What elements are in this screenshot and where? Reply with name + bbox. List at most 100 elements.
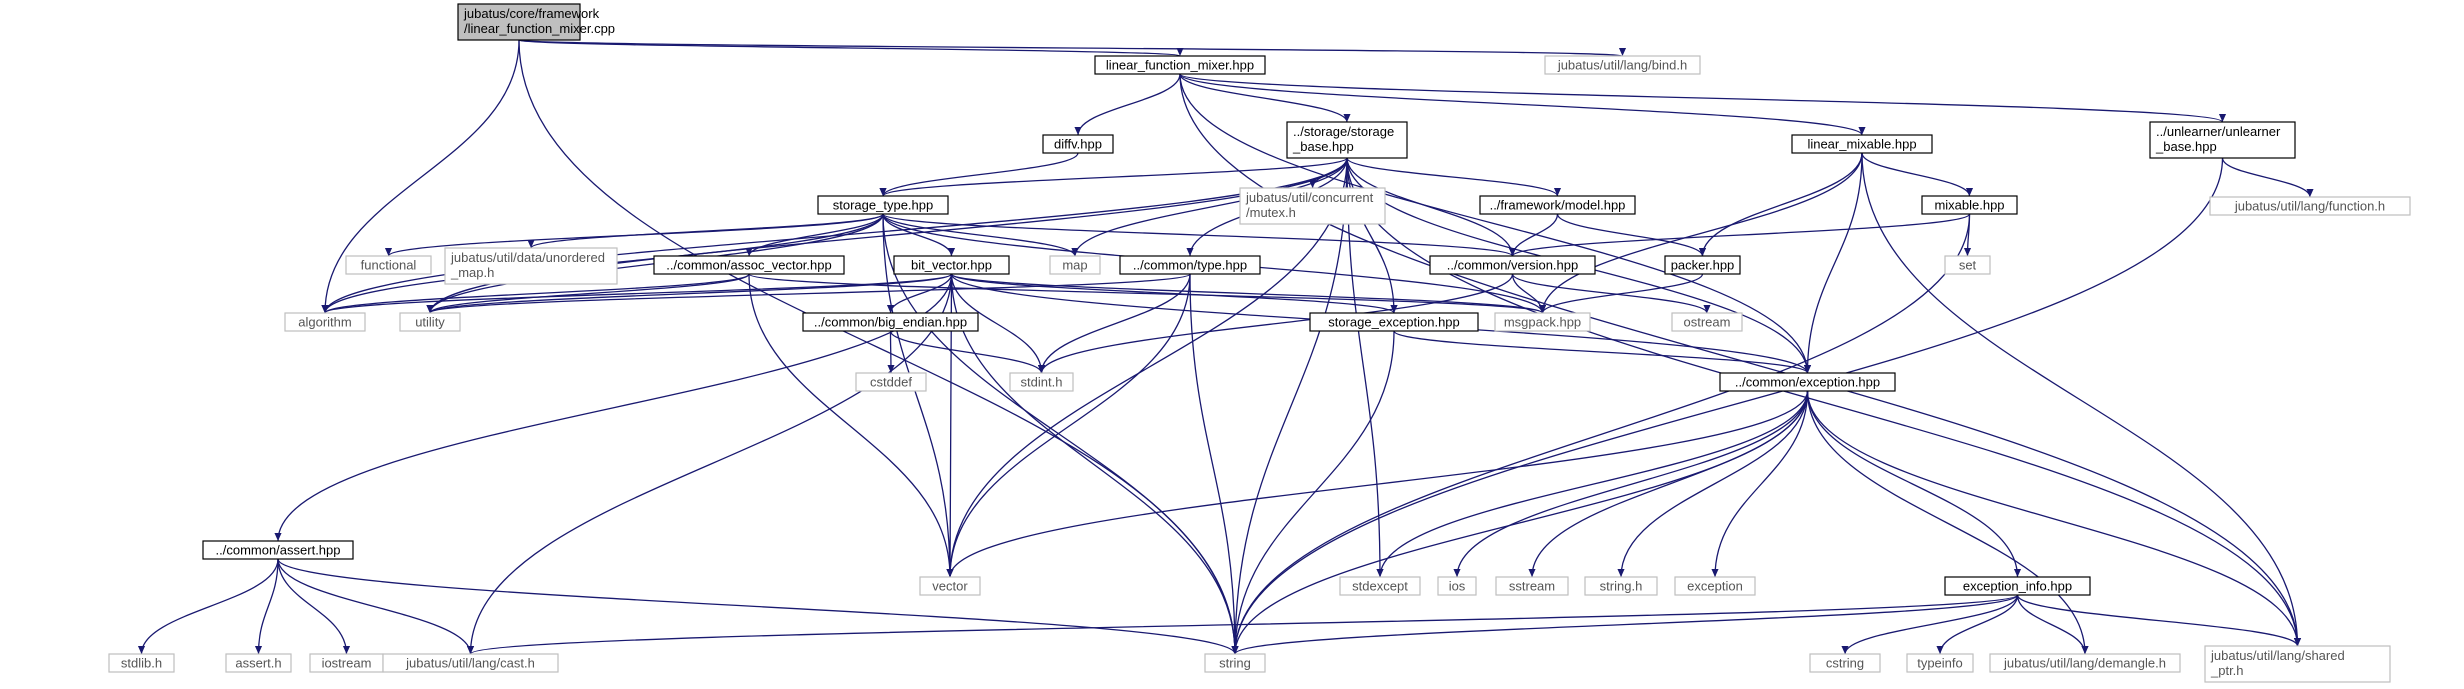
edge-exception_info-to-cast <box>467 594 2019 655</box>
node-exception_info[interactable]: exception_info.hpp <box>1944 576 2091 596</box>
edge-layer <box>137 39 2314 655</box>
edge-unlearner-to-function_h <box>2221 157 2314 198</box>
node-common_type[interactable]: ../common/type.hpp <box>1119 255 1261 275</box>
edge-bit_vector-to-algorithm <box>321 273 953 314</box>
node-label: ../common/version.hpp <box>1447 258 1579 273</box>
edge-mixable-to-version <box>1509 213 1971 257</box>
edge-exception_hpp-to-string <box>1231 390 1809 655</box>
edge-storage_base-to-model <box>1346 157 1562 197</box>
node-assoc_vector[interactable]: ../common/assoc_vector.hpp <box>653 255 845 275</box>
edge-exception_hpp-to-sstream <box>1528 390 1809 578</box>
node-mixable[interactable]: mixable.hpp <box>1921 195 2018 215</box>
edge-exception_info-to-demangle <box>2016 594 2089 655</box>
node-box <box>1049 255 1101 275</box>
node-label: ../common/assoc_vector.hpp <box>666 258 831 273</box>
node-model[interactable]: ../framework/model.hpp <box>1479 195 1636 215</box>
edge-diffv-to-storage_type <box>879 152 1079 197</box>
edge-exception_hpp-to-string_h <box>1617 390 1809 578</box>
node-label: stdexcept <box>1352 579 1408 594</box>
edge-linear_mixable-to-exception_hpp <box>1803 152 1863 374</box>
node-label: algorithm <box>298 315 351 330</box>
node-label: functional <box>361 258 417 273</box>
node-label: jubatus/core/framework <box>463 6 600 21</box>
node-bit_vector[interactable]: bit_vector.hpp <box>893 255 1010 275</box>
edge-assoc_vector-to-vector <box>748 273 954 578</box>
node-label: _ptr.h <box>2210 663 2244 678</box>
node-string: string <box>1204 653 1266 673</box>
node-msgpack: msgpack.hpp <box>1494 312 1591 332</box>
node-box <box>1309 312 1479 332</box>
edge-exception_hpp-to-exception <box>1711 390 1809 578</box>
node-version[interactable]: ../common/version.hpp <box>1429 255 1596 275</box>
node-big_endian[interactable]: ../common/big_endian.hpp <box>802 312 979 332</box>
node-label: cstring <box>1826 656 1864 671</box>
node-packer[interactable]: packer.hpp <box>1664 255 1741 275</box>
edge-assert_hpp-to-iostream <box>277 558 351 655</box>
node-sstream: sstream <box>1495 576 1569 596</box>
node-set: set <box>1944 255 1991 275</box>
node-utility: utility <box>399 312 461 332</box>
node-exception_hpp[interactable]: ../common/exception.hpp <box>1719 372 1896 392</box>
node-label: msgpack.hpp <box>1504 315 1581 330</box>
edge-bit_vector-to-big_endian <box>886 273 953 314</box>
node-label: string <box>1219 656 1251 671</box>
edge-exception_hpp-to-vector <box>946 390 1809 578</box>
node-box <box>2204 645 2391 683</box>
node-label: linear_function_mixer.hpp <box>1106 58 1254 73</box>
node-lfm[interactable]: linear_function_mixer.hpp <box>1094 55 1266 75</box>
edge-storage_exception-to-exception_hpp <box>1393 330 1811 374</box>
edge-common_type-to-stdint <box>1037 273 1191 374</box>
node-label: /mutex.h <box>1246 205 1296 220</box>
edge-lfm-to-exception_hpp <box>1179 73 1812 374</box>
edge-storage_exception-to-string <box>1231 330 1395 655</box>
node-box <box>1119 255 1261 275</box>
node-assert_hpp[interactable]: ../common/assert.hpp <box>202 540 354 560</box>
node-diffv[interactable]: diffv.hpp <box>1042 134 1114 154</box>
node-map: map <box>1049 255 1101 275</box>
node-storage_exception[interactable]: storage_exception.hpp <box>1309 312 1479 332</box>
node-label: ../common/assert.hpp <box>216 543 341 558</box>
edge-exception_hpp-to-demangle <box>1806 390 2089 655</box>
node-storage_base[interactable]: ../storage/storage_base.hpp <box>1286 121 1408 159</box>
node-storage_type[interactable]: storage_type.hpp <box>817 195 949 215</box>
edge-mixable-to-string <box>1231 213 1971 655</box>
edge-root-to-algorithm <box>321 39 520 314</box>
node-box <box>1719 372 1896 392</box>
edge-assert_hpp-to-cast <box>277 558 475 655</box>
edge-unlearner-to-string <box>1231 157 2224 655</box>
edge-storage_type-to-version <box>882 213 1516 257</box>
node-box <box>1009 372 1074 392</box>
edge-storage_type-to-assoc_vector <box>745 213 884 257</box>
edge-exception_hpp-to-ios <box>1453 390 1809 578</box>
node-label: _base.hpp <box>2155 139 2217 154</box>
node-label: ios <box>1449 579 1466 594</box>
node-box <box>1944 255 1991 275</box>
node-cast: jubatus/util/lang/cast.h <box>382 653 559 673</box>
edge-lfm-to-diffv <box>1074 73 1181 136</box>
node-root[interactable]: jubatus/core/framework/linear_function_m… <box>457 3 615 41</box>
edge-exception_info-to-shared_ptr <box>2016 594 2302 647</box>
node-linear_mixable[interactable]: linear_mixable.hpp <box>1791 134 1933 154</box>
edge-common_type-to-string <box>1189 273 1239 655</box>
node-label: ../framework/model.hpp <box>1490 198 1626 213</box>
node-stdint: stdint.h <box>1009 372 1074 392</box>
node-label: assert.h <box>235 656 281 671</box>
edge-lfm-to-unlearner <box>1179 73 2226 123</box>
edge-storage_type-to-unordered_map <box>527 213 884 249</box>
node-label: diffv.hpp <box>1054 137 1102 152</box>
node-bind: jubatus/util/lang/bind.h <box>1544 55 1701 75</box>
node-box <box>1791 134 1933 154</box>
edge-exception_info-to-string <box>1231 594 2019 655</box>
node-mutex: jubatus/util/concurrent/mutex.h <box>1239 187 1386 225</box>
node-box <box>1906 653 1974 673</box>
node-label: map <box>1062 258 1087 273</box>
node-box <box>1429 255 1596 275</box>
node-unlearner[interactable]: ../unlearner/unlearner_base.hpp <box>2149 121 2296 159</box>
node-label: ../unlearner/unlearner <box>2156 124 2281 139</box>
edge-lfm-to-storage_base <box>1179 73 1351 123</box>
node-label: packer.hpp <box>1671 258 1735 273</box>
node-label: jubatus/util/lang/shared <box>2210 648 2345 663</box>
edge-bit_vector-to-stdint <box>950 273 1046 374</box>
node-ostream: ostream <box>1671 312 1743 332</box>
node-algorithm: algorithm <box>284 312 366 332</box>
